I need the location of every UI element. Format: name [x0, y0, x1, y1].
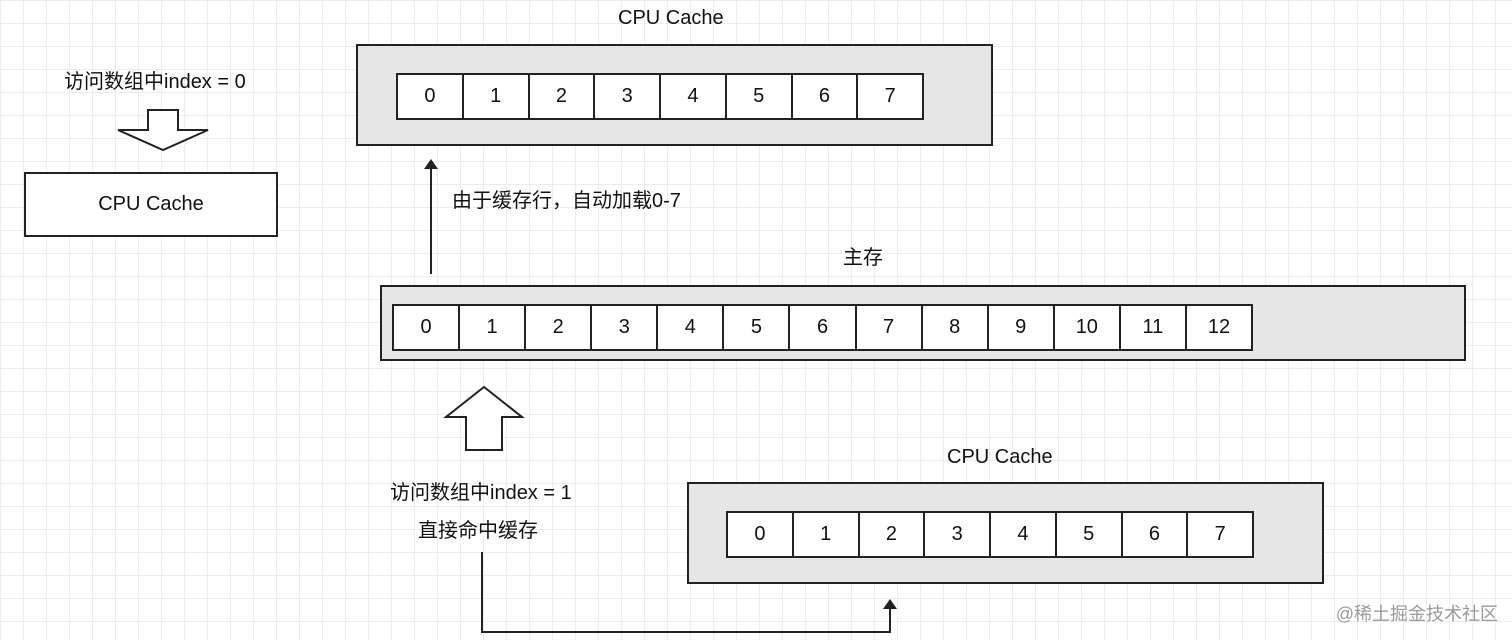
cell-3: 3 [592, 306, 659, 349]
bottom-cache-title: CPU Cache [947, 446, 1053, 468]
cell-9: 9 [989, 306, 1055, 349]
cell-4: 4 [661, 75, 727, 118]
cell-3: 3 [925, 513, 991, 556]
cell-5: 5 [724, 306, 791, 349]
cell-2: 2 [860, 513, 926, 556]
cell-6: 6 [793, 75, 859, 118]
cell-12: 12 [1207, 316, 1231, 338]
cell-1: 1 [460, 306, 527, 349]
cell-7: 7 [857, 306, 923, 349]
cache-hit-label: 直接命中缓存 [418, 520, 538, 542]
access-index-1-label: 访问数组中index = 1 [390, 482, 572, 504]
cell-0: 0 [394, 306, 461, 349]
cell-7: 7 [884, 85, 896, 107]
cell-5: 5 [727, 75, 793, 118]
main-memory-title: 主存 [843, 247, 883, 269]
cell-6: 6 [1123, 513, 1189, 556]
cell-8: 8 [923, 306, 989, 349]
cpu-cache-box-left-label: CPU Cache [98, 193, 204, 215]
cell-2: 2 [526, 306, 593, 349]
cell-1: 1 [794, 513, 860, 556]
watermark: @稀土掘金技术社区 [1335, 604, 1498, 624]
auto-load-label: 由于缓存行，自动加载0-7 [452, 190, 681, 212]
cpu-cache-box-left: CPU Cache [24, 172, 278, 237]
cell-3: 3 [595, 75, 661, 118]
cell-4: 4 [658, 306, 725, 349]
cell-6: 6 [790, 306, 857, 349]
top-cache-title: CPU Cache [618, 7, 724, 29]
cell-4: 4 [991, 513, 1057, 556]
cell-11: 11 [1121, 306, 1187, 349]
cell-0: 0 [398, 75, 464, 118]
cell-2: 2 [530, 75, 596, 118]
cell-1: 1 [464, 75, 530, 118]
access-index-0-label: 访问数组中index = 0 [64, 71, 246, 93]
cell-0: 0 [728, 513, 794, 556]
cell-7: 7 [1214, 523, 1226, 545]
cell-10: 10 [1055, 306, 1121, 349]
cell-5: 5 [1057, 513, 1123, 556]
